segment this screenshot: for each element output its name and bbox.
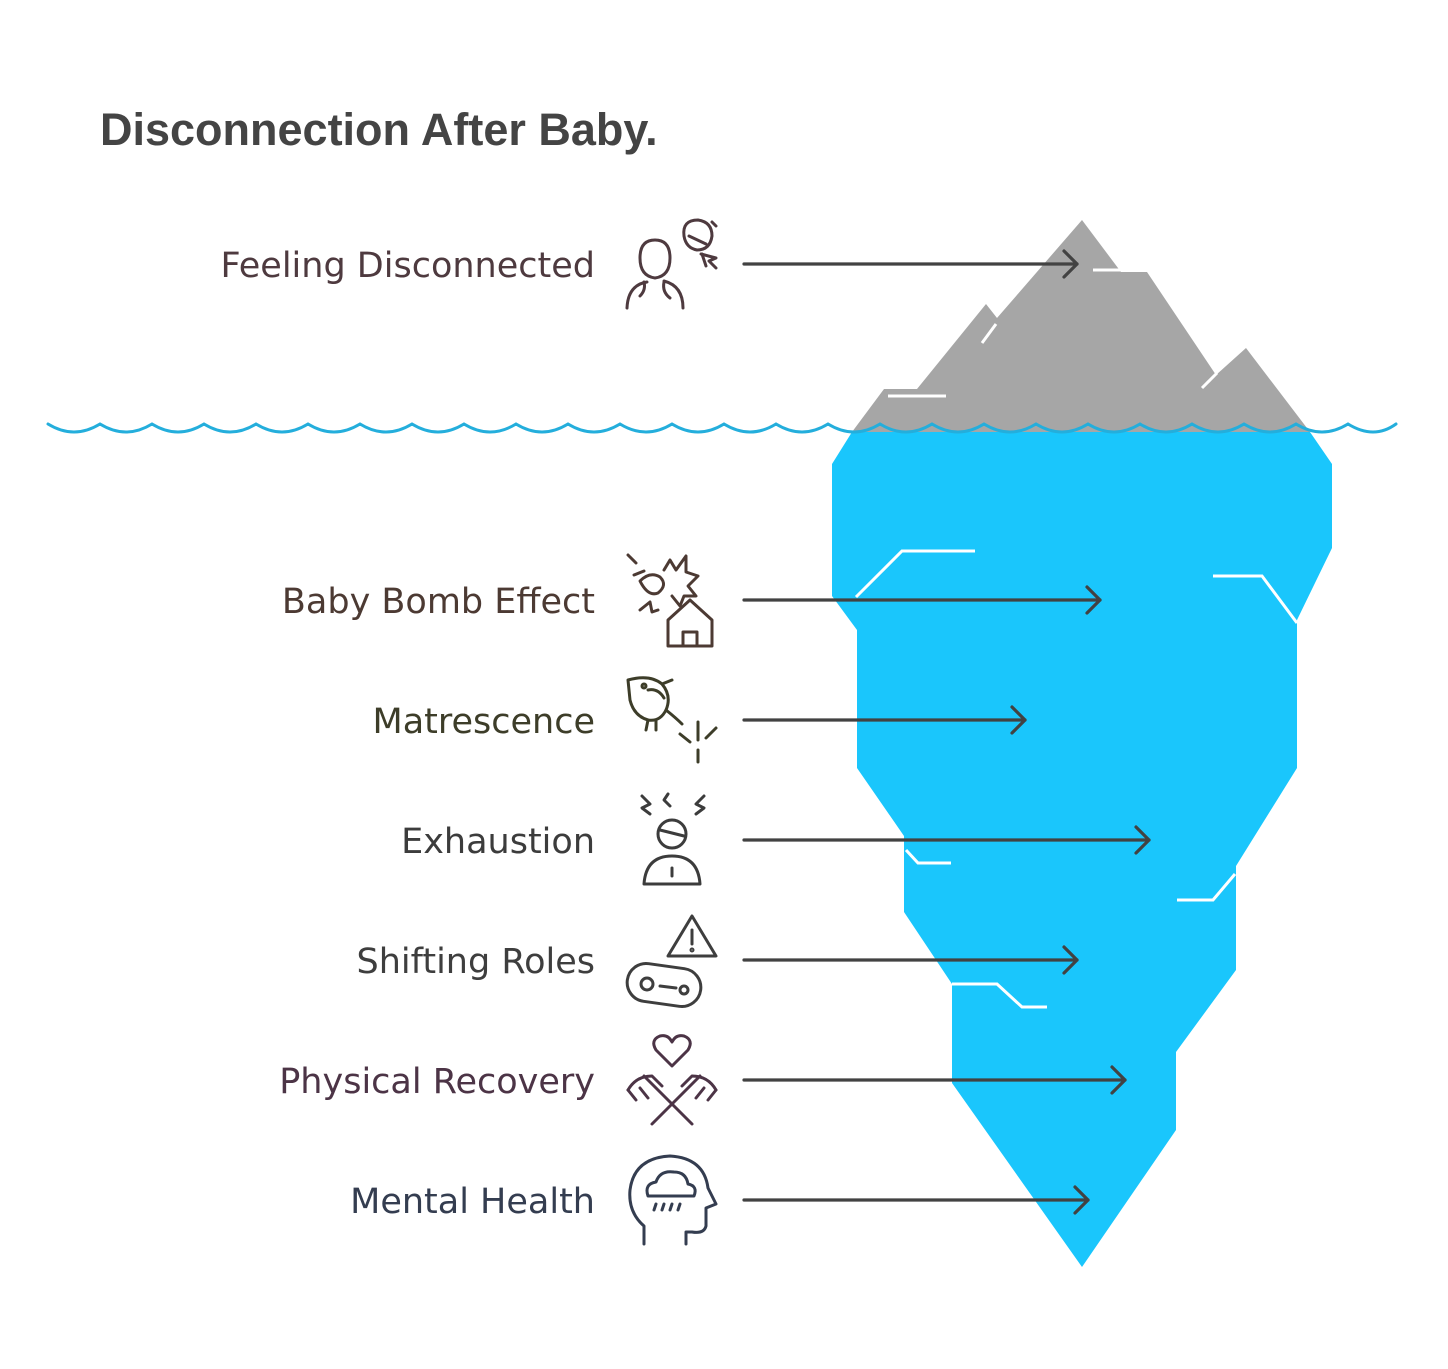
disconnected-person-icon	[625, 218, 718, 310]
arrow-matrescence	[742, 705, 1027, 735]
heart-hands-icon	[626, 1034, 718, 1126]
iceberg-tip	[852, 220, 1310, 432]
label-feeling-disconnected: Feeling Disconnected	[221, 246, 595, 286]
iceberg-tip-highlights	[888, 268, 1219, 398]
warning-switch-icon	[625, 914, 718, 1009]
water-line	[46, 422, 1398, 434]
arrow-baby-bomb-effect	[742, 585, 1102, 615]
baby-bomb-house-icon	[626, 553, 714, 648]
head-cloud-icon	[628, 1154, 718, 1246]
label-physical-recovery: Physical Recovery	[279, 1062, 595, 1102]
arrow-feeling-disconnected	[742, 249, 1079, 279]
page-title: Disconnection After Baby.	[100, 104, 658, 155]
label-baby-bomb-effect: Baby Bomb Effect	[282, 582, 595, 622]
label-shifting-roles: Shifting Roles	[357, 942, 595, 982]
iceberg-underwater	[832, 432, 1332, 1267]
exhausted-person-icon	[640, 792, 706, 886]
label-matrescence: Matrescence	[373, 702, 596, 742]
arrow-mental-health	[742, 1185, 1090, 1215]
arrow-exhaustion	[742, 825, 1151, 855]
arrow-physical-recovery	[742, 1065, 1127, 1095]
iceberg-underwater-highlights	[854, 549, 1299, 1009]
label-exhaustion: Exhaustion	[401, 822, 595, 862]
arrow-shifting-roles	[742, 945, 1079, 975]
bird-transformation-icon	[626, 676, 718, 764]
label-mental-health: Mental Health	[350, 1182, 595, 1222]
